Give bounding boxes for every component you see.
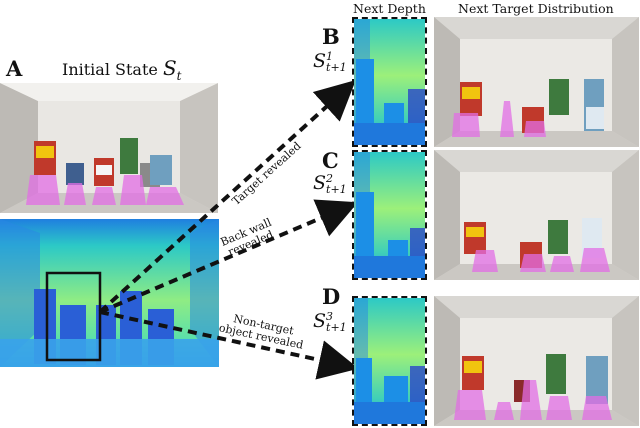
- panel-c-letter: C: [322, 148, 339, 173]
- panel-b-letter: B: [322, 24, 340, 49]
- panel-d-letter: D: [322, 284, 341, 309]
- initial-depth-map: [0, 219, 219, 367]
- initial-state-label: Initial State: [62, 60, 158, 79]
- state-b-symbol: S 1 t+1: [313, 50, 347, 74]
- next-depth-b: [352, 17, 427, 147]
- state-symbol: St: [162, 56, 182, 83]
- arrow-label-target-revealed: Target revealed: [229, 139, 304, 208]
- next-depth-header: Next Depth: [353, 1, 426, 16]
- next-depth-c: [352, 150, 427, 280]
- next-target-distribution-header: Next Target Distribution: [458, 1, 614, 16]
- state-d-symbol: S 3 t+1: [313, 310, 347, 334]
- next-target-d: [434, 296, 639, 426]
- state-c-symbol: S 2 t+1: [313, 172, 347, 196]
- initial-shelf-photo: [0, 83, 218, 213]
- arrow-label-back-wall: Back wall revealed: [219, 216, 278, 259]
- next-depth-d: [352, 296, 427, 426]
- next-target-c: [434, 150, 639, 280]
- arrow-label-non-target: Non-target object revealed: [218, 311, 307, 351]
- initial-state-title: Initial State St: [62, 56, 181, 83]
- panel-a-letter: A: [6, 56, 23, 81]
- next-target-b: [434, 17, 639, 147]
